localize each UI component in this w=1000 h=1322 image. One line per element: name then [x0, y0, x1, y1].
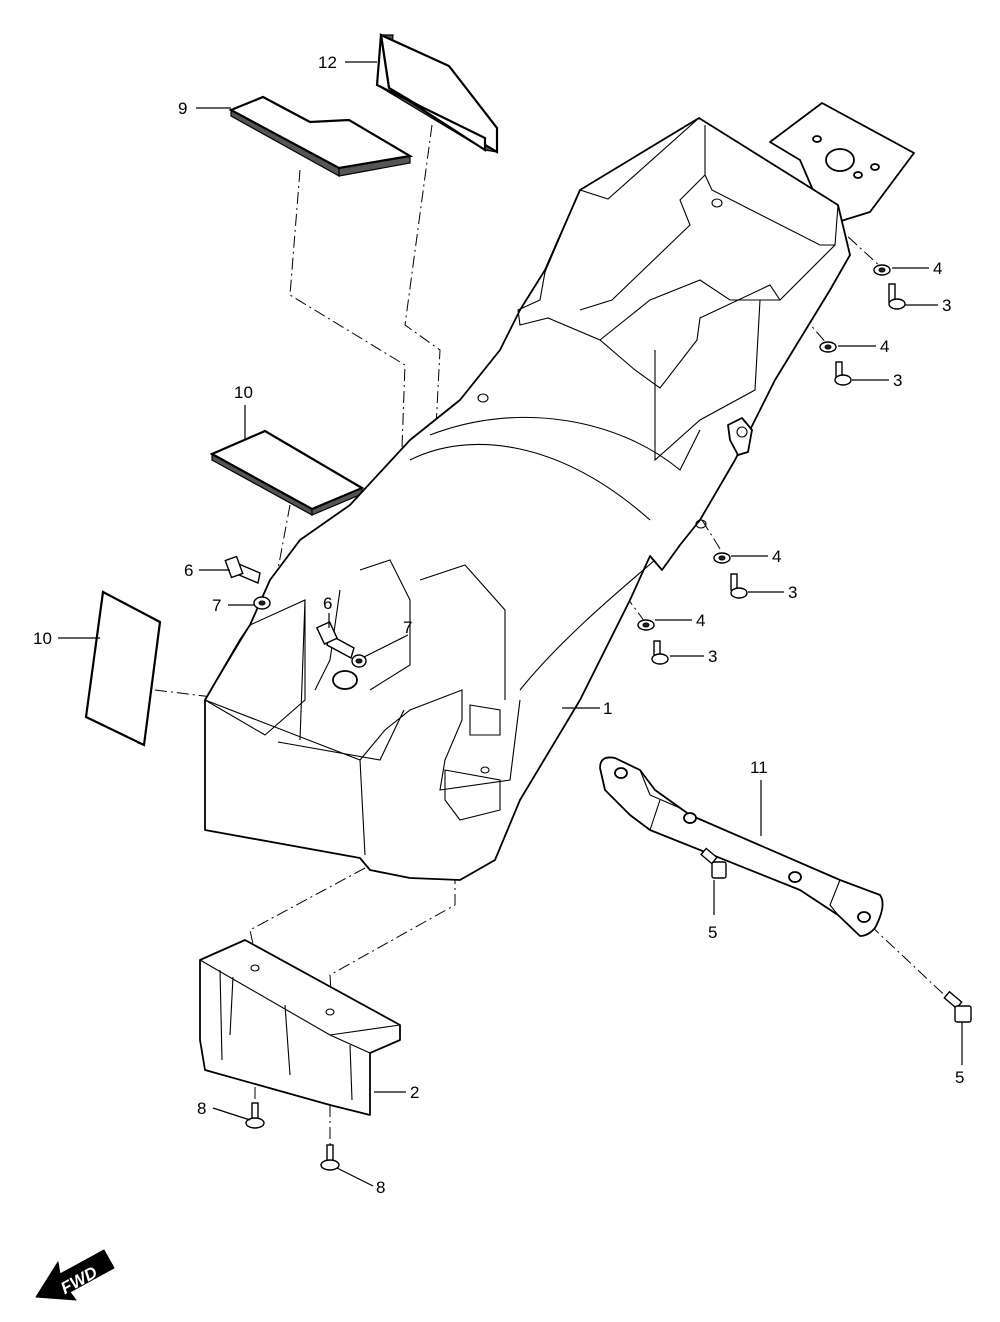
callout-8-upper: 8: [197, 1099, 206, 1118]
callout-12: 12: [318, 53, 337, 72]
callout-4-second: 4: [880, 337, 889, 356]
part-11-bracket-bar: [599, 756, 884, 937]
hardware-fasteners: [224, 264, 972, 1171]
callout-7-center: 7: [403, 618, 412, 637]
screw-3d: [651, 640, 669, 665]
callout-2: 2: [410, 1083, 419, 1102]
callout-4-fourth: 4: [696, 611, 705, 630]
part-10-flat-pad-upper: [209, 429, 365, 517]
forward-direction-arrow-icon: FWD: [35, 1249, 115, 1301]
callout-5-center: 5: [708, 923, 717, 942]
callout-6-center: 6: [323, 594, 332, 613]
part-12-foam-pad: [375, 33, 499, 154]
bolt-5b: [943, 990, 972, 1023]
bolt-5a: [700, 847, 727, 879]
screw-3a: [888, 283, 906, 310]
callout-10-left: 10: [33, 629, 52, 648]
callout-7-left: 7: [212, 596, 221, 615]
callout-3-first: 3: [942, 296, 951, 315]
callout-labels: 12 9 10 10 6 7 6 7 1 2 8 8 11 5 5 4 3 4 …: [33, 53, 964, 1197]
callout-5-right: 5: [955, 1068, 964, 1087]
leader-lines: [58, 61, 963, 1187]
part-10-flat-pad-side: [84, 590, 162, 747]
callout-3-third: 3: [788, 583, 797, 602]
screw-8a: [245, 1102, 265, 1129]
callout-4-third: 4: [772, 547, 781, 566]
part-1-rear-fender: [204, 102, 915, 881]
screw-3c: [730, 573, 748, 599]
callout-6-left: 6: [184, 561, 193, 580]
part-9-stepped-pad: [228, 95, 414, 178]
callout-9: 9: [178, 99, 187, 118]
callout-3-fourth: 3: [708, 647, 717, 666]
callout-3-second: 3: [893, 371, 902, 390]
callout-10-upper: 10: [234, 383, 253, 402]
callout-1: 1: [603, 699, 612, 718]
callout-4-first: 4: [933, 259, 942, 278]
bolt-6a: [224, 555, 261, 584]
screw-3b: [834, 361, 852, 386]
part-2-mud-flap: [199, 939, 401, 1116]
bolt-6b: [315, 620, 355, 660]
callout-11: 11: [750, 758, 768, 777]
screw-8b: [320, 1144, 340, 1171]
callout-8-lower: 8: [376, 1178, 385, 1197]
